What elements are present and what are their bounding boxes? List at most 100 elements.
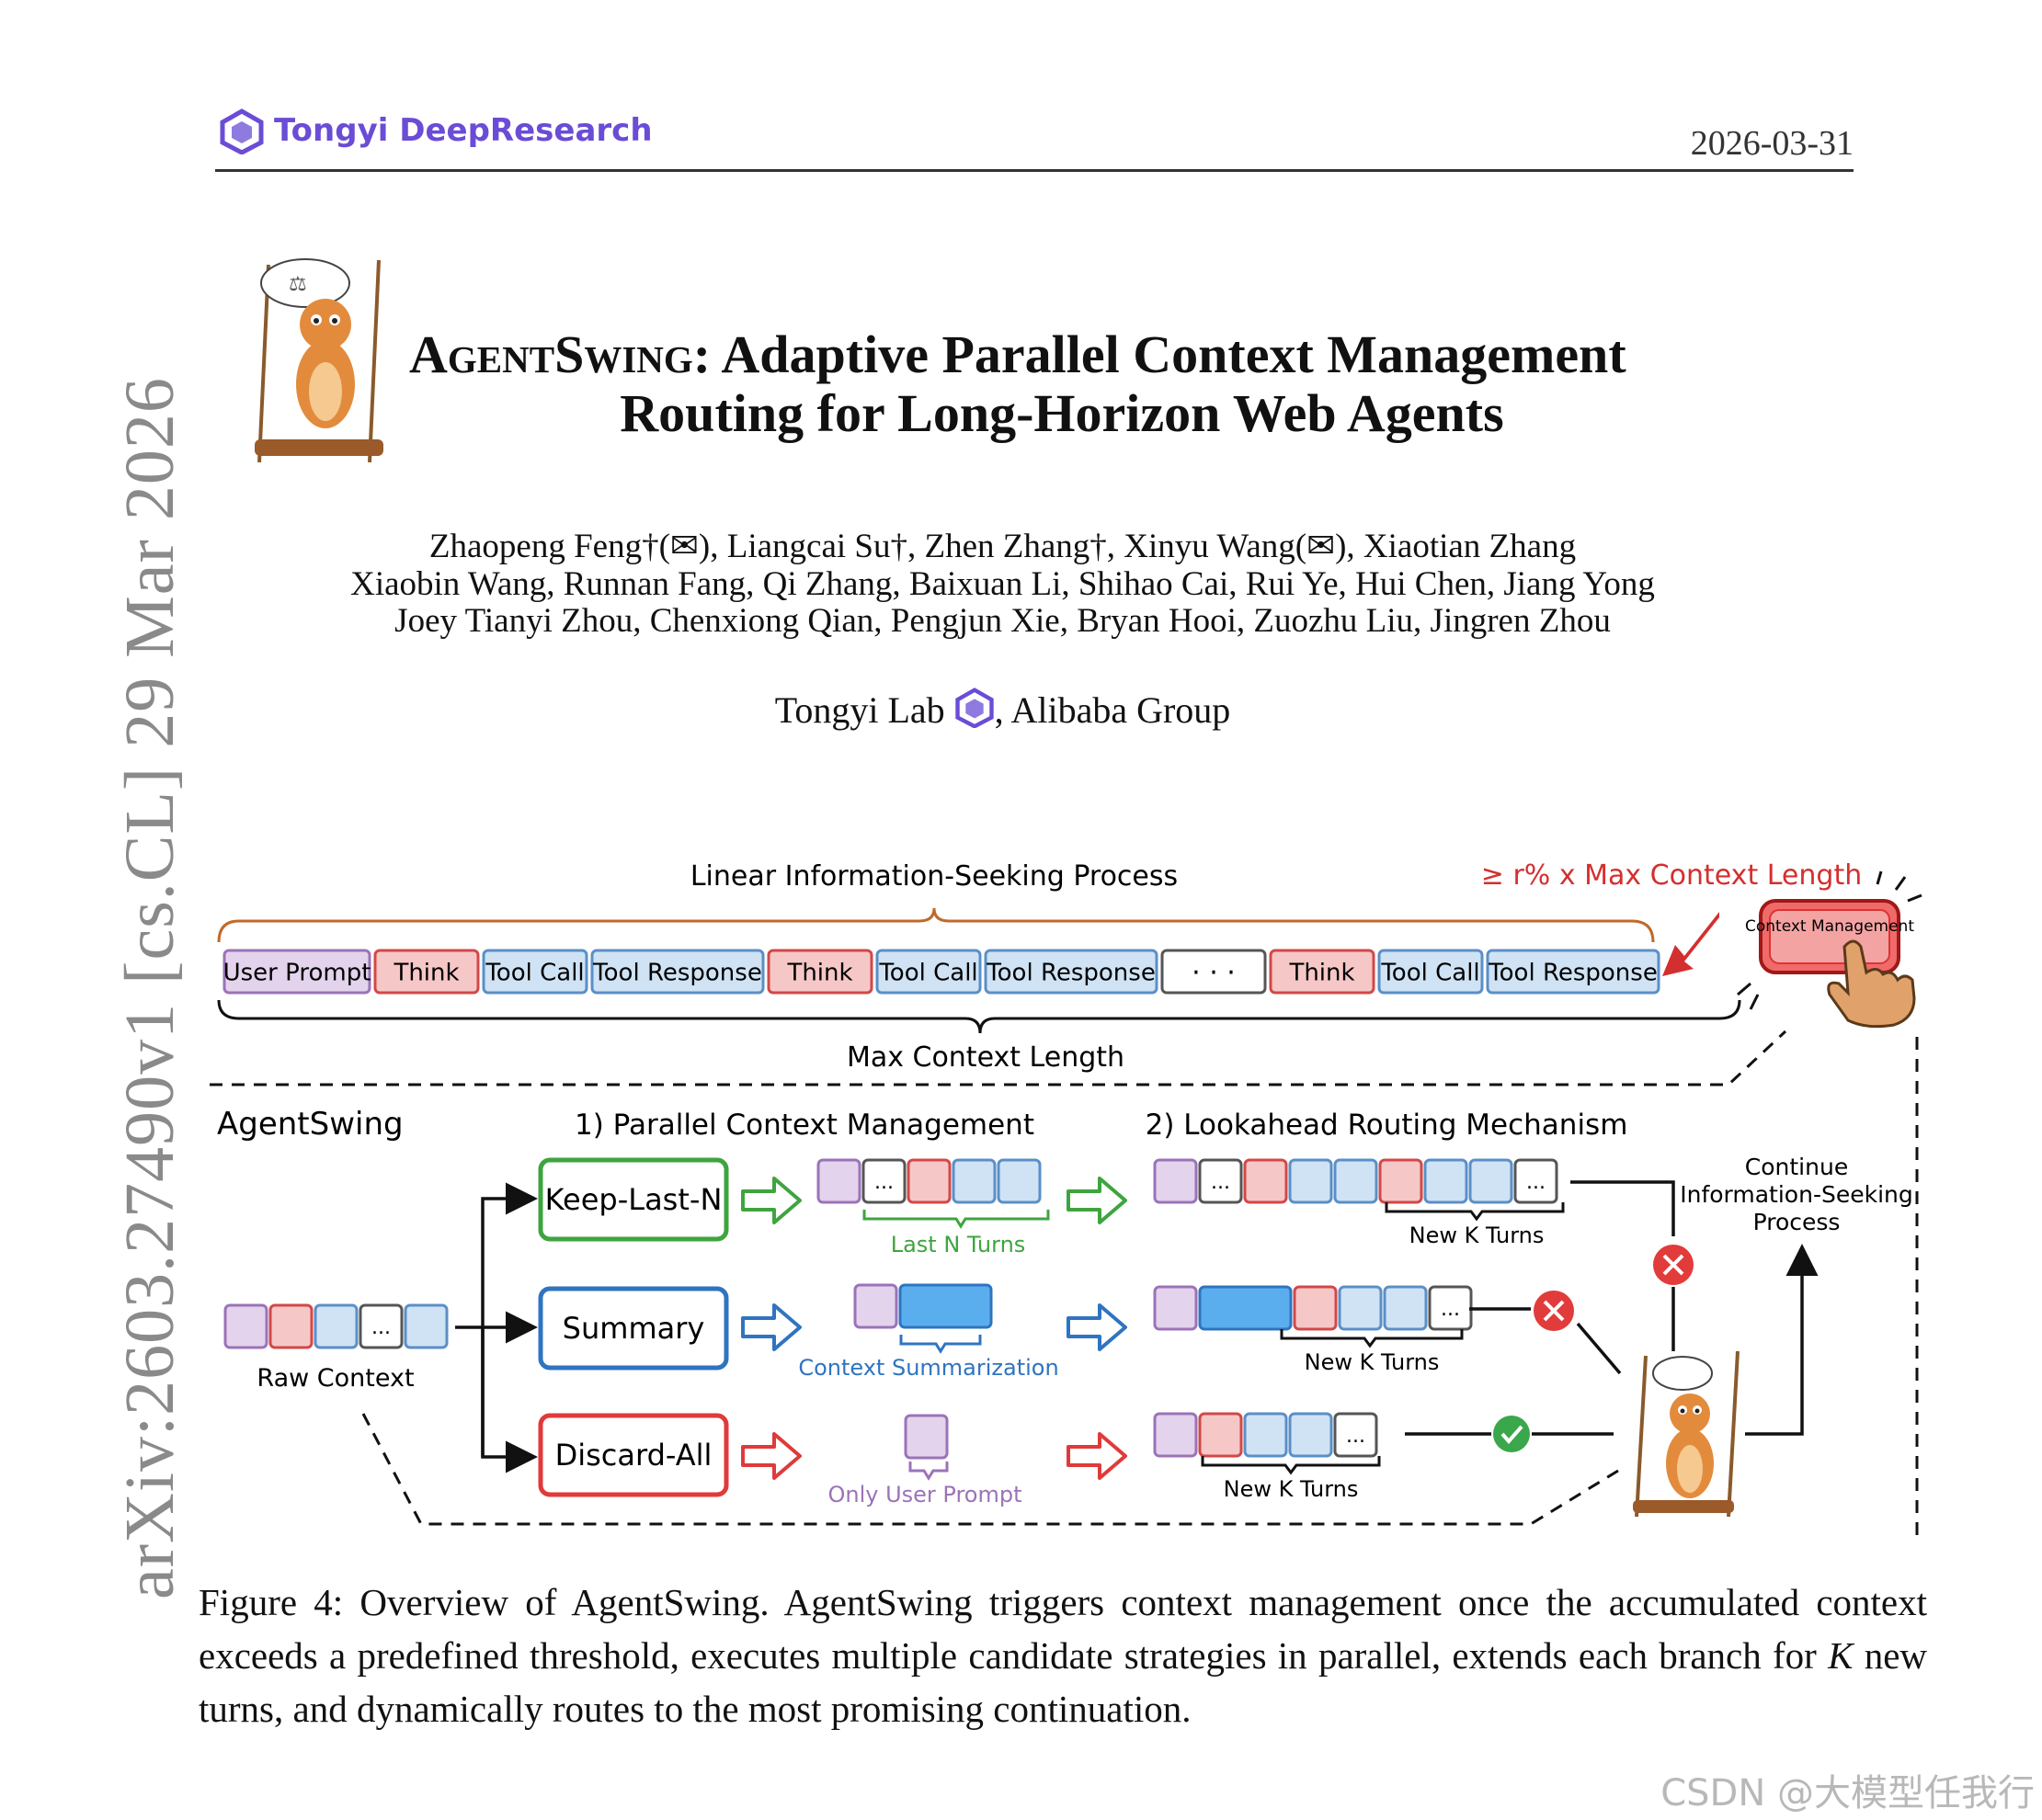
new-k-label-1: New K Turns bbox=[1409, 1223, 1545, 1248]
svg-text:...: ... bbox=[1211, 1171, 1230, 1194]
context-cell bbox=[1198, 1285, 1293, 1331]
header-divider bbox=[215, 169, 1854, 172]
sequence-cell: User Prompt bbox=[222, 949, 371, 995]
watermark: CSDN @大模型任我行 bbox=[1660, 1772, 2035, 1814]
svg-text:Think: Think bbox=[1288, 959, 1354, 986]
svg-text:Tool Response: Tool Response bbox=[986, 959, 1156, 986]
new-k-label-3: New K Turns bbox=[1224, 1476, 1359, 1502]
hollow-arrow-icon bbox=[741, 1177, 802, 1224]
new-k-label-2: New K Turns bbox=[1305, 1349, 1440, 1375]
svg-text:...: ... bbox=[371, 1316, 391, 1339]
context-cell bbox=[1333, 1158, 1378, 1204]
context-cell bbox=[1243, 1412, 1288, 1458]
prompt-note: Only User Prompt bbox=[827, 1482, 1021, 1507]
svg-text:...: ... bbox=[1346, 1425, 1365, 1448]
router-meerkat-mascot-icon bbox=[1633, 1350, 1740, 1518]
context-cell bbox=[1423, 1158, 1468, 1204]
last-n-note: Last N Turns bbox=[891, 1232, 1026, 1257]
sequence-cell: · · · bbox=[1160, 949, 1267, 995]
sequence-cell: Think bbox=[373, 949, 480, 995]
summary-brace bbox=[899, 1335, 982, 1354]
svg-text:...: ... bbox=[1441, 1298, 1460, 1321]
managed-context-cells: ... bbox=[816, 1158, 1042, 1460]
sequence-cell: Tool Call bbox=[875, 949, 982, 995]
tongyi-logo-icon bbox=[220, 108, 264, 154]
reject-icon-2 bbox=[1534, 1291, 1574, 1331]
agentswing-label: AgentSwing bbox=[217, 1106, 404, 1143]
sequence-cell: Tool Call bbox=[482, 949, 588, 995]
context-management-button-label: Context Management bbox=[1745, 917, 1914, 936]
max-context-brace bbox=[217, 999, 1741, 1034]
svg-text:Tool Call: Tool Call bbox=[878, 959, 977, 986]
threshold-label: ≥ r% x Max Context Length bbox=[1481, 859, 1862, 892]
figure-caption: Figure 4: Overview of AgentSwing. AgentS… bbox=[199, 1575, 1927, 1735]
caption-text-a: Figure 4: Overview of AgentSwing. AgentS… bbox=[199, 1581, 1927, 1677]
highlight-burst-icon bbox=[1737, 870, 1922, 1010]
context-cell bbox=[816, 1158, 861, 1204]
title-system-name: AgentSwing bbox=[409, 324, 693, 384]
continue-label-2: Information-Seeking bbox=[1680, 1181, 1913, 1208]
svg-text:Keep-Last-N: Keep-Last-N bbox=[545, 1182, 723, 1217]
context-cell bbox=[404, 1303, 449, 1349]
context-cell bbox=[1153, 1285, 1198, 1331]
context-cell: ... bbox=[1513, 1158, 1558, 1204]
caption-text-b: new turns, and dynamically routes to the… bbox=[199, 1634, 1927, 1730]
context-cell bbox=[952, 1158, 997, 1204]
sequence-cell: Tool Call bbox=[1377, 949, 1484, 995]
context-cell bbox=[1468, 1158, 1513, 1204]
hollow-arrow-icon bbox=[741, 1432, 802, 1480]
paper-title-line2: Routing for Long-Horizon Web Agents bbox=[620, 383, 1504, 443]
svg-text:Think: Think bbox=[393, 959, 459, 986]
linear-process-label: Linear Information-Seeking Process bbox=[690, 860, 1178, 893]
svg-text:Summary: Summary bbox=[563, 1311, 705, 1346]
new-k-brace-2 bbox=[1280, 1329, 1464, 1348]
affiliation: Tongyi Lab , Alibaba Group bbox=[0, 688, 2024, 732]
context-cell: ... bbox=[1428, 1285, 1473, 1331]
affiliation-lab: Tongyi Lab bbox=[774, 689, 945, 731]
title-line1-rest: : Adaptive Parallel Context Management bbox=[692, 324, 1626, 384]
threshold-arrow-icon bbox=[1662, 912, 1719, 976]
linear-process-brace bbox=[217, 907, 1655, 943]
context-cell bbox=[907, 1158, 952, 1204]
stage2-label: 2) Lookahead Routing Mechanism bbox=[1146, 1109, 1628, 1142]
raw-context-cells: ... bbox=[223, 1303, 449, 1349]
prompt-brace bbox=[908, 1462, 949, 1481]
context-cell bbox=[1293, 1285, 1338, 1331]
context-cell bbox=[268, 1303, 314, 1349]
svg-text:Discard-All: Discard-All bbox=[555, 1438, 713, 1473]
reject-icon-1 bbox=[1653, 1245, 1694, 1285]
context-cell bbox=[1243, 1158, 1288, 1204]
context-cell bbox=[1338, 1285, 1383, 1331]
context-cell bbox=[904, 1414, 949, 1460]
authors-line-2: Xiaobin Wang, Runnan Fang, Qi Zhang, Bai… bbox=[350, 565, 1655, 603]
strategy-keep-last-n: Keep-Last-N bbox=[538, 1157, 729, 1242]
section-dashed-divider bbox=[210, 1029, 1787, 1086]
extended-branch-cells: ............ bbox=[1153, 1158, 1558, 1458]
svg-text:⚖: ⚖ bbox=[289, 272, 307, 295]
authors-line-3: Joey Tianyi Zhou, Chenxiong Qian, Pengju… bbox=[394, 602, 1611, 640]
hollow-arrow-icon bbox=[741, 1303, 802, 1351]
context-cell bbox=[1378, 1158, 1423, 1204]
last-n-brace bbox=[862, 1210, 1050, 1229]
branch-arrows bbox=[455, 1182, 538, 1473]
router-connections bbox=[1405, 1180, 1819, 1436]
meerkat-swing-mascot-icon: ⚖ bbox=[255, 258, 383, 463]
svg-text:Tool Call: Tool Call bbox=[485, 959, 584, 986]
bottom-dashed-connector bbox=[361, 1413, 1619, 1526]
context-cell bbox=[223, 1303, 268, 1349]
summary-note: Context Summarization bbox=[798, 1355, 1058, 1381]
context-cell: ... bbox=[1333, 1412, 1378, 1458]
context-cell bbox=[314, 1303, 359, 1349]
continue-label-3: Process bbox=[1753, 1209, 1841, 1235]
stage1-label: 1) Parallel Context Management bbox=[575, 1109, 1034, 1142]
context-cell: ... bbox=[1198, 1158, 1243, 1204]
raw-context-label: Raw Context bbox=[257, 1364, 414, 1393]
tongyi-lab-logo-icon bbox=[954, 688, 994, 729]
affiliation-group: , Alibaba Group bbox=[994, 689, 1231, 731]
svg-text:...: ... bbox=[1526, 1171, 1546, 1194]
hollow-arrow-icon bbox=[1067, 1432, 1127, 1480]
sequence-cell: Tool Response bbox=[590, 949, 765, 995]
context-cell bbox=[1153, 1158, 1198, 1204]
authors-line-1: Zhaopeng Feng†(✉), Liangcai Su†, Zhen Zh… bbox=[428, 528, 1577, 565]
